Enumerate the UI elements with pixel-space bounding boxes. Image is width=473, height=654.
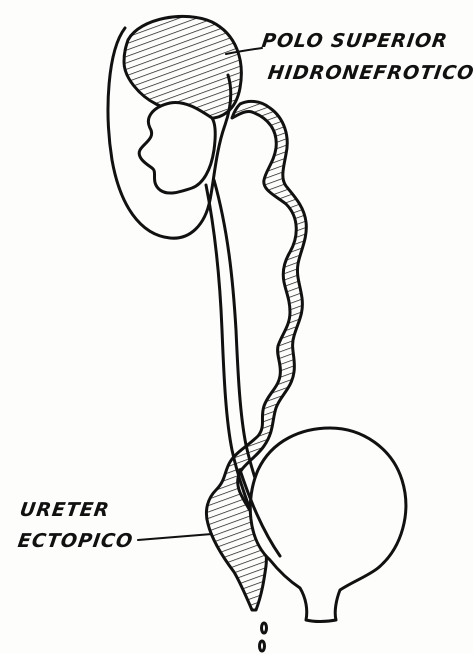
label-upper-pole-line1: POLO SUPERIOR xyxy=(260,30,449,52)
label-ectopic-ureter-line2: ECTOPICO xyxy=(16,530,134,552)
leader-line-ectopic-ureter xyxy=(138,534,212,540)
drop-2 xyxy=(260,641,265,651)
label-upper-pole-line2: HIDRONEFROTICO xyxy=(266,62,473,84)
bladder-outline xyxy=(250,428,406,622)
label-ectopic-ureter-line1: URETER xyxy=(18,499,111,521)
drop-1 xyxy=(262,623,267,633)
